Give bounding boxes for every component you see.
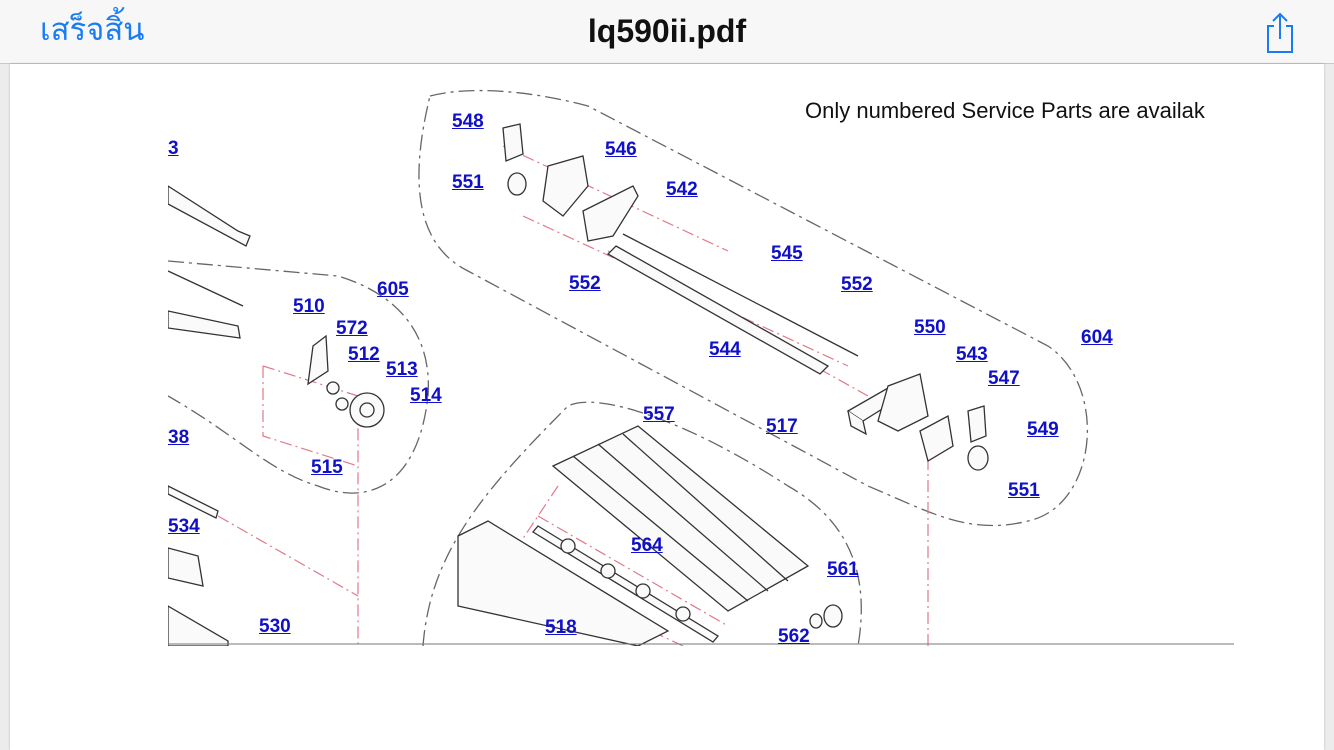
pdf-page: Only numbered Service Parts are availak … <box>10 64 1324 750</box>
service-parts-notice: Only numbered Service Parts are availak <box>805 98 1205 123</box>
part-link-562[interactable]: 562 <box>778 626 810 647</box>
part-link-552-right[interactable]: 552 <box>841 274 873 295</box>
part-link-3[interactable]: 3 <box>168 138 179 159</box>
part-link-512[interactable]: 512 <box>348 344 380 365</box>
part-link-544[interactable]: 544 <box>709 339 741 360</box>
exploded-parts-diagram: Only numbered Service Parts are availak … <box>168 66 1234 646</box>
part-link-557[interactable]: 557 <box>643 404 675 425</box>
done-button[interactable]: เสร็จสิ้น <box>40 12 145 48</box>
part-link-543[interactable]: 543 <box>956 344 988 365</box>
part-link-546[interactable]: 546 <box>605 139 637 160</box>
part-link-542[interactable]: 542 <box>666 179 698 200</box>
part-link-561[interactable]: 561 <box>827 559 859 580</box>
part-link-38[interactable]: 38 <box>168 427 190 448</box>
document-title: lq590ii.pdf <box>587 13 747 49</box>
share-icon[interactable] <box>1262 10 1298 54</box>
navigation-bar: เสร็จสิ้น lq590ii.pdf <box>0 0 1334 64</box>
part-link-547[interactable]: 547 <box>988 368 1020 389</box>
part-link-572[interactable]: 572 <box>336 318 368 339</box>
part-link-510[interactable]: 510 <box>293 296 325 317</box>
diagram-artwork <box>168 89 1234 646</box>
part-link-549[interactable]: 549 <box>1027 419 1059 440</box>
pdf-viewer[interactable]: Only numbered Service Parts are availak … <box>0 64 1334 750</box>
part-link-551-bottom[interactable]: 551 <box>1008 480 1040 501</box>
part-link-551-top[interactable]: 551 <box>452 172 484 193</box>
part-link-530[interactable]: 530 <box>259 616 291 637</box>
part-link-513[interactable]: 513 <box>386 359 418 380</box>
part-link-517[interactable]: 517 <box>766 416 798 437</box>
part-link-552-left[interactable]: 552 <box>569 273 601 294</box>
part-link-518[interactable]: 518 <box>545 617 577 638</box>
part-link-604[interactable]: 604 <box>1081 327 1113 348</box>
part-link-534[interactable]: 534 <box>168 516 200 537</box>
part-link-515[interactable]: 515 <box>311 457 343 478</box>
part-link-514[interactable]: 514 <box>410 385 442 406</box>
part-link-605[interactable]: 605 <box>377 279 409 300</box>
part-link-550[interactable]: 550 <box>914 317 946 338</box>
part-link-545[interactable]: 545 <box>771 243 803 264</box>
part-link-548[interactable]: 548 <box>452 111 484 132</box>
part-link-564[interactable]: 564 <box>631 535 663 556</box>
